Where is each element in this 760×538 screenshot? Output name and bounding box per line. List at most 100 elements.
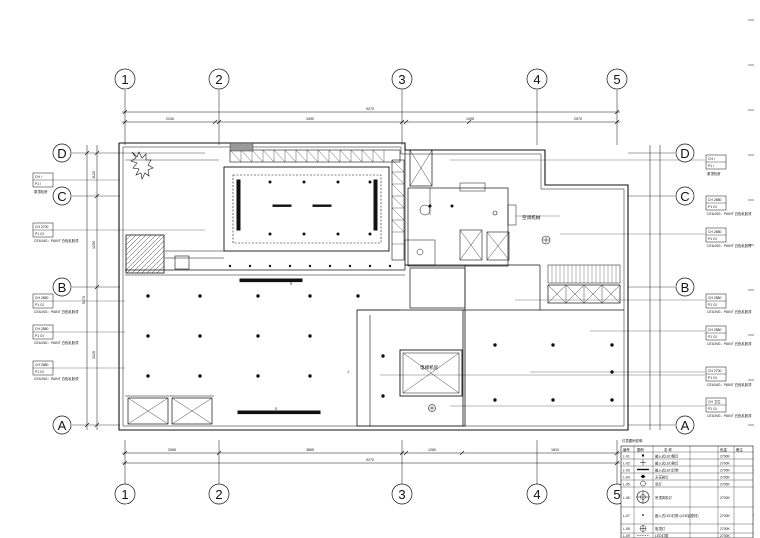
grid-bubble-5-top: 5: [606, 68, 628, 145]
svg-text:备注: 备注: [736, 447, 743, 452]
dim-bottom-seg-4: 1810: [551, 448, 559, 452]
grid-label-1: 1: [121, 72, 128, 87]
svg-text:原顶机房: 原顶机房: [34, 189, 48, 194]
grid-label-A-left: A: [58, 418, 67, 433]
grid-label-1-bottom: 1: [121, 487, 128, 502]
grid-label-4-bottom: 4: [533, 487, 540, 502]
lighting-fixtures: [146, 179, 614, 415]
svg-text:CH 卫生: CH 卫生: [708, 399, 721, 404]
dim-bottom-total: 9270: [366, 458, 374, 462]
dim-left-seg-3: 3120: [92, 351, 96, 359]
mark-j: J: [347, 370, 349, 374]
left-tag-2: CH 2700 P1 GI CEILING：PAINT 白色乳胶漆: [32, 222, 205, 243]
grid-bubble-1-top: 1: [114, 68, 136, 145]
dim-top-total: 9270: [366, 107, 374, 111]
svg-text:2700K: 2700K: [720, 476, 731, 480]
svg-text:L-03: L-03: [623, 469, 630, 473]
left-dimensions: 5470 1120 1250 3120: [82, 145, 100, 430]
right-grid-axis: D C B A: [628, 143, 695, 435]
svg-text:CEILING：PAINT 白色乳胶漆: CEILING：PAINT 白色乳胶漆: [34, 376, 79, 381]
svg-text:CH /: CH /: [708, 157, 715, 161]
svg-text:2700K: 2700K: [720, 534, 731, 538]
svg-text:图例: 图例: [637, 447, 644, 452]
svg-text:P1 GI: P1 GI: [708, 335, 717, 339]
svg-text:2700K: 2700K: [720, 462, 731, 466]
grid-label-B-left: B: [58, 280, 67, 295]
dim-left-seg-1: 1120: [92, 171, 96, 179]
left-grid-axis: D C B A: [52, 143, 205, 435]
svg-text:P1 GI: P1 GI: [708, 205, 717, 209]
bottom-dimensions: 2065 3865 1260 1810 9270: [122, 440, 620, 485]
svg-text:P1 GI: P1 GI: [35, 303, 44, 307]
svg-text:P1 GI: P1 GI: [708, 376, 717, 380]
svg-text:CEILING：PAINT 白色乳胶漆: CEILING：PAINT 白色乳胶漆: [707, 243, 752, 248]
svg-text:2700K: 2700K: [720, 496, 731, 500]
svg-text:LED灯带: LED灯带: [655, 533, 669, 538]
grid-label-D-right: D: [680, 146, 689, 161]
svg-text:L-09: L-09: [623, 534, 630, 538]
legend-row-8: L-08 吸顶灯 2700K: [623, 525, 731, 532]
grid-bubble-3-top: 3: [391, 68, 413, 145]
legend-row-4: L-04 天花射灯 2700K: [623, 474, 731, 480]
mark-r: R: [290, 282, 293, 286]
left-tag-3: CH 2880 P1 GI CEILING：PAINT 白色乳胶漆: [32, 293, 125, 314]
left-ceiling-tags: CH / P1 / 原顶机房 CH 2700 P1 GI CEILING：PAI…: [32, 172, 205, 381]
right-tag-4: CH 2880 P1 GI CEILING：PAINT 白色乳胶漆: [705, 293, 752, 314]
left-tag-4: CH 2880 P1 GI CEILING：PAINT 白色乳胶漆: [32, 324, 125, 345]
svg-text:CEILING：PAINT 白色乳胶漆: CEILING：PAINT 白色乳胶漆: [34, 340, 79, 345]
svg-text:2700K: 2700K: [720, 527, 731, 531]
svg-text:名 称: 名 称: [664, 447, 672, 452]
mark-s: S: [275, 407, 278, 411]
grid-label-5-bottom: 5: [613, 487, 620, 502]
plant-icon: [130, 151, 154, 180]
svg-text:CEILING：PAINT 白色乳胶漆: CEILING：PAINT 白色乳胶漆: [707, 211, 752, 216]
grid-label-B-right: B: [681, 280, 690, 295]
right-tag-7: CH 卫生 P1 GI CEILING：PAINT 白色乳胶漆: [705, 397, 752, 418]
svg-text:P1 GI: P1 GI: [708, 407, 717, 411]
legend-row-1: L-01 嵌入式LED筒灯 2700K: [623, 454, 731, 459]
svg-text:嵌入式LED射灯: 嵌入式LED射灯: [655, 461, 679, 466]
dim-left-seg-2: 1250: [92, 241, 96, 249]
svg-text:P1 /: P1 /: [35, 182, 41, 186]
svg-text:吊灯: 吊灯: [655, 482, 662, 487]
grid-bubble-4-top: 4: [526, 68, 548, 145]
svg-text:天花射灯: 天花射灯: [655, 475, 669, 480]
svg-text:CEILING：PAINT 白色乳胶漆: CEILING：PAINT 白色乳胶漆: [34, 309, 79, 314]
grid-label-D-left: D: [57, 146, 66, 161]
svg-text:嵌入式LED灯带 (LED铝型材): 嵌入式LED灯带 (LED铝型材): [655, 513, 699, 518]
lighting-legend: 灯具图例说明 编号 图例 名 称 色温 备注 L-01 嵌入式LED筒灯: [620, 438, 754, 538]
grid-label-A-right: A: [681, 418, 690, 433]
svg-text:L-02: L-02: [623, 462, 630, 466]
svg-text:CEILING：PAINT 白色乳胶漆: CEILING：PAINT 白色乳胶漆: [707, 382, 752, 387]
bottom-grid-axis: 1 2 3 4 5: [114, 483, 628, 505]
sheet-border-ticks: [748, 19, 754, 516]
grid-label-C-right: C: [680, 189, 689, 204]
grid-label-3: 3: [398, 72, 405, 87]
svg-text:CEILING：PAINT 白色乳胶漆: CEILING：PAINT 白色乳胶漆: [707, 341, 752, 346]
right-tag-5: CH 2880 P1 GI CEILING：PAINT 白色乳胶漆: [705, 325, 752, 346]
svg-text:嵌入式LED灯带: 嵌入式LED灯带: [655, 468, 679, 473]
right-leader-lines: [380, 159, 705, 407]
downlight-group-right: [493, 343, 614, 402]
svg-text:CEILING：PAINT 白色乳胶漆: CEILING：PAINT 白色乳胶漆: [34, 238, 79, 243]
svg-text:CEILING：PAINT 白色乳胶漆: CEILING：PAINT 白色乳胶漆: [707, 309, 752, 314]
svg-text:CH 2880: CH 2880: [708, 328, 721, 332]
legend-title: 灯具图例说明: [622, 438, 643, 443]
svg-text:CH 2700: CH 2700: [35, 225, 48, 229]
svg-text:2700K: 2700K: [720, 514, 731, 518]
downlight-group-top: [268, 180, 372, 236]
svg-text:CH 2880: CH 2880: [708, 198, 721, 202]
svg-text:CH 2880: CH 2880: [708, 296, 721, 300]
svg-text:CH 2880: CH 2880: [35, 363, 48, 367]
svg-text:CH 2880: CH 2880: [35, 327, 48, 331]
svg-text:L-07: L-07: [623, 514, 630, 518]
top-grid-axis: 1 2 3 4 5: [114, 68, 628, 145]
svg-text:原顶机房: 原顶机房: [707, 171, 721, 176]
svg-text:P1 GI: P1 GI: [35, 370, 44, 374]
dim-top-seg-3: 1495: [466, 117, 474, 121]
left-tag-1: CH / P1 / 原顶机房: [32, 172, 120, 194]
grid-bubble-2-top: 2: [208, 68, 230, 145]
svg-text:2700K: 2700K: [720, 455, 731, 459]
legend-row-9: L-09 LED灯带 2700K: [623, 533, 731, 538]
left-tag-5: CH 2880 P1 GI CEILING：PAINT 白色乳胶漆: [32, 360, 125, 381]
